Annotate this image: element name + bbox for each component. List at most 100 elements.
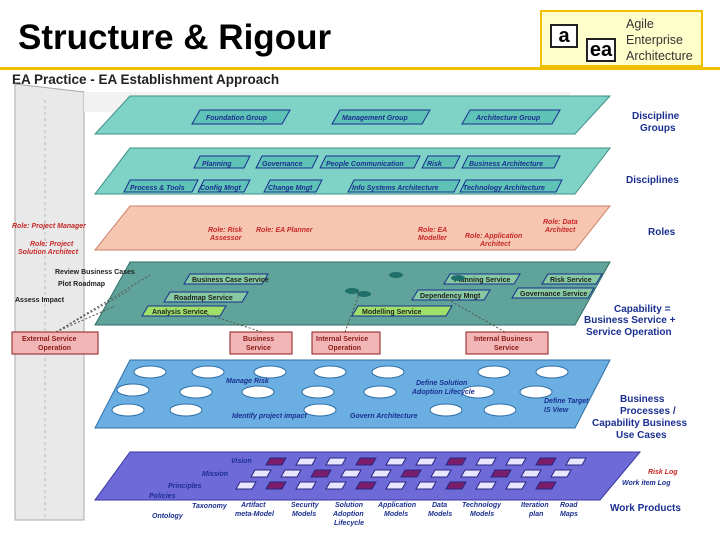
work-product-tile [415, 481, 437, 490]
connector-6 [439, 294, 506, 333]
work-product-tile [505, 457, 527, 466]
process-node [111, 403, 145, 417]
work-product-tile [565, 457, 587, 466]
label-business-processes-2: Processes / [620, 406, 676, 417]
label-config-mngt: Config Mngt [200, 185, 241, 192]
process-node [371, 365, 405, 379]
shape-risk [421, 155, 461, 169]
label-plot-roadmap: Plot Roadmap [58, 281, 105, 288]
process-node [429, 403, 463, 417]
work-product-tile [280, 469, 302, 478]
legend-internal-op-2: Operation [328, 345, 361, 352]
label-change-mngt: Change Mngt [268, 185, 313, 192]
label-role-risk: Role: Risk [208, 227, 243, 234]
legend-external-1: External Service [22, 336, 77, 343]
label-role-application: Role: Application [465, 233, 522, 240]
process-node [169, 403, 203, 417]
shape-change-mngt [263, 179, 323, 193]
back-wall [14, 83, 85, 521]
process-node [133, 365, 167, 379]
shape-management-group [331, 109, 431, 125]
label-role-data-2: Architect [544, 227, 576, 234]
label-role-project: Role: Project [30, 241, 74, 248]
label-business-architecture: Business Architecture [469, 161, 543, 168]
label-people-communication: People Communication [326, 161, 404, 168]
process-node [303, 403, 337, 417]
work-product-tile [355, 457, 377, 466]
work-product-tile [265, 481, 287, 490]
shape-roadmap-service [163, 291, 249, 303]
label-technology-architecture: Technology Architecture [463, 185, 545, 192]
logo: a ea Agile Enterprise Architecture [540, 10, 703, 67]
shape-foundation-group [191, 109, 291, 125]
shape-technology-architecture [459, 179, 563, 193]
connector-5 [344, 291, 361, 333]
label-policies: Policies [149, 493, 176, 500]
logo-box-a: a [550, 24, 578, 48]
page-title: Structure & Rigour [18, 18, 332, 57]
shape-info-systems-architecture [347, 179, 461, 193]
label-role-ea-planner: Role: EA Planner [256, 227, 314, 234]
process-node [301, 385, 335, 399]
work-product-tile [490, 469, 512, 478]
work-product-tile [400, 469, 422, 478]
legend-external-service-operation [11, 331, 99, 355]
label-work-products: Work Products [610, 503, 681, 514]
logo-line-3: Architecture [626, 49, 693, 63]
process-node [519, 385, 553, 399]
label-role-risk-2: Assessor [209, 235, 243, 242]
work-product-tile [475, 457, 497, 466]
label-architecture-group: Architecture Group [475, 115, 541, 122]
label-risk-log: Risk Log [648, 469, 678, 476]
process-node [363, 385, 397, 399]
label-application: Application [377, 502, 416, 509]
shape-business-case-service [183, 273, 269, 285]
label-technology-models: Models [470, 511, 494, 518]
work-product-tile [370, 469, 392, 478]
process-ellipses [111, 365, 569, 417]
work-product-grid [235, 457, 587, 490]
work-product-tile [460, 469, 482, 478]
label-governance-service: Governance Service [520, 291, 587, 298]
shape-business-architecture [461, 155, 561, 169]
label-solution: Solution [335, 502, 363, 509]
title-divider [0, 67, 720, 70]
work-product-tile [550, 469, 572, 478]
label-roadmap-service: Roadmap Service [174, 295, 233, 302]
process-node [461, 385, 495, 399]
shape-risk-service [541, 273, 603, 285]
label-solution-adoption: Adoption [332, 511, 364, 518]
label-role-solution-architect: Solution Architect [18, 249, 79, 256]
work-product-tile [385, 457, 407, 466]
work-product-tile [415, 457, 437, 466]
legend-internal-bs-2: Service [494, 345, 519, 352]
legend-internal-bs-1: Internal Business [474, 336, 532, 343]
process-node [253, 365, 287, 379]
work-product-tile [475, 481, 497, 490]
work-product-tile [250, 469, 272, 478]
label-discipline-groups-1: Discipline [632, 111, 680, 122]
label-artifact: Artifact [240, 502, 266, 509]
label-capability-3: Service Operation [586, 327, 672, 338]
label-risk-service: Risk Service [550, 277, 592, 284]
label-adoption-lifecycle: Adoption Lifecycle [411, 389, 475, 396]
work-product-tile [520, 469, 542, 478]
label-business-processes-3: Capability Business [592, 418, 687, 429]
label-planning-service: Planning Service [454, 277, 511, 284]
label-road: Road [560, 502, 578, 509]
connector-4 [199, 311, 263, 333]
label-solution-lifecycle: Lifecycle [334, 520, 364, 527]
logo-box-ea: ea [586, 38, 616, 62]
label-govern-architecture: Govern Architecture [350, 413, 418, 420]
shape-analysis-service [141, 305, 227, 317]
label-define-solution: Define Solution [416, 380, 467, 387]
label-iteration-plan: plan [528, 511, 543, 518]
work-product-tile [445, 457, 467, 466]
process-node [241, 385, 275, 399]
node-service-1 [389, 272, 403, 278]
label-road-maps: Maps [560, 511, 578, 518]
work-product-tile [295, 457, 317, 466]
shape-governance-service [511, 287, 595, 299]
label-assess-impact: Assess Impact [15, 297, 65, 304]
